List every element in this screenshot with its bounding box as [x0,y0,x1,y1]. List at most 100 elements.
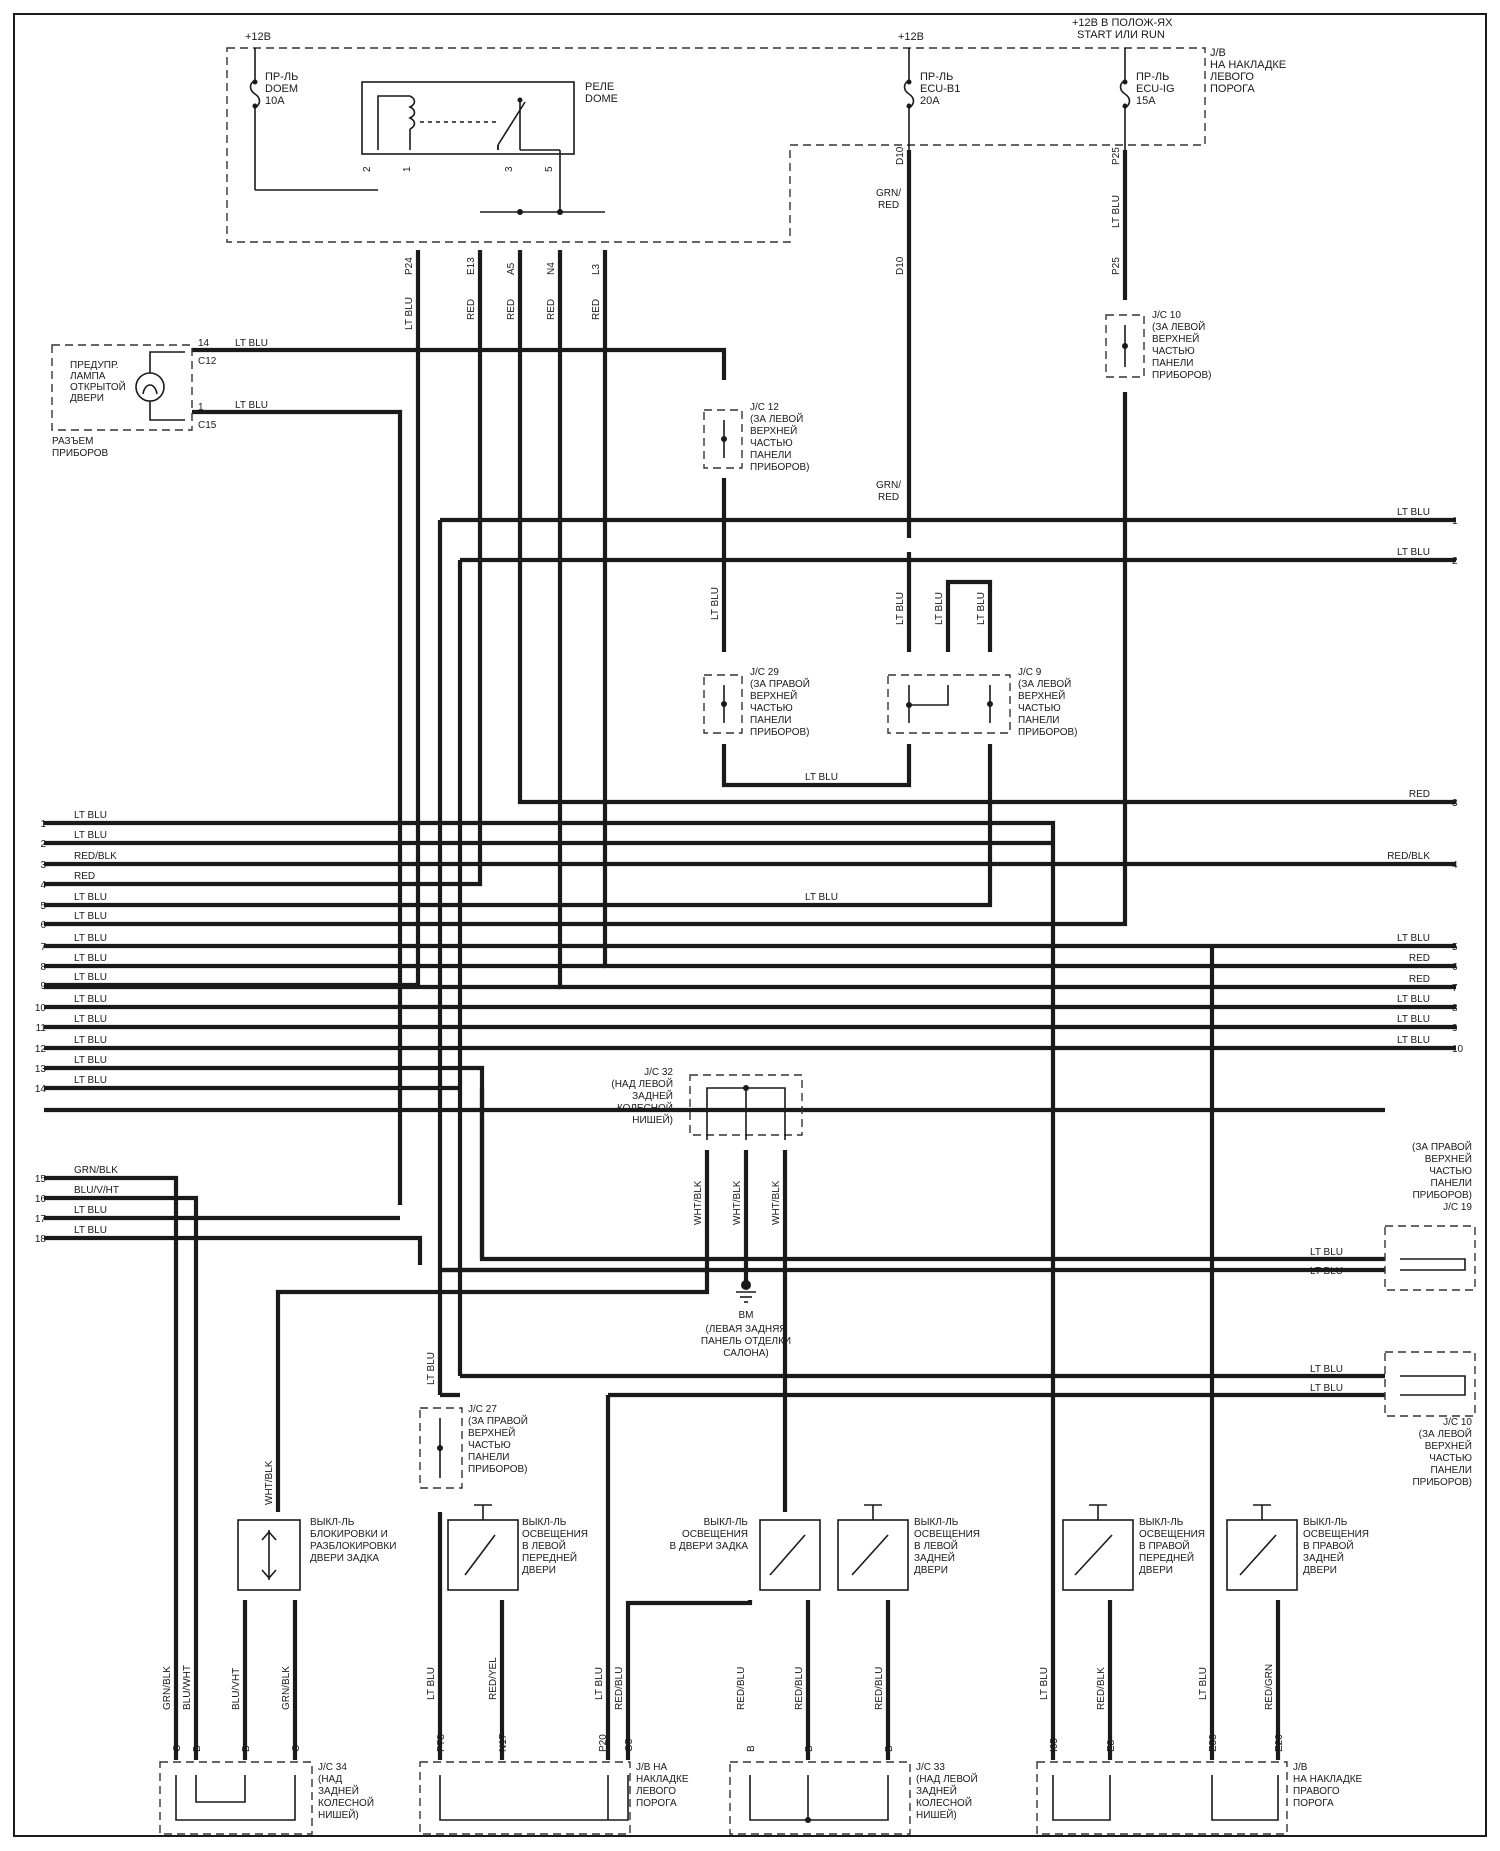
left-bus-color: LT BLU [74,953,107,964]
left-bus2-color: LT BLU [74,1225,107,1236]
right-bus-number: 8 [1452,1003,1458,1014]
lock-switch [237,1519,301,1591]
jc32-label-line: J/C 32 [644,1067,673,1078]
right-bus-number: 3 [1452,798,1458,809]
jc34-label-line: ЗАДНЕЙ [318,1784,359,1797]
left-bus-number: 14 [35,1084,47,1095]
lr-door-switch [837,1504,909,1591]
power-12v-left: +12В [245,31,271,43]
jc27-label-line: ПАНЕЛИ [468,1452,510,1463]
jb-left-dashed-outline [226,47,1206,243]
jc29-label-line: (ЗА ПРАВОЙ [750,677,810,690]
wire-color-label: GRN/BLK [281,1666,292,1710]
right-bus-color: LT BLU [1397,1035,1430,1046]
left-bus-number: 12 [35,1044,47,1055]
left-bus-number: 9 [40,981,46,992]
wire-color-label: WHT/BLK [264,1460,275,1505]
wire-color-label: GRN/BLK [162,1666,173,1710]
bottom-pin-code: B [746,1745,757,1752]
left-bus-color: RED [74,871,95,882]
jc34-label-line: (НАД [318,1774,343,1785]
wire-left-18 [44,1235,423,1265]
rf-door-switch-label-line: ВЫКЛ-ЛЬ [1139,1517,1184,1528]
connector-code: D10 [895,256,906,275]
right-bus-number: 9 [1452,1023,1458,1034]
connector-code: L3 [591,263,602,275]
fuse-ecu-ig [1119,79,1131,109]
lr-door-switch-label-line: В ЛЕВОЙ [914,1539,958,1552]
ground-symbol-icon [736,1280,756,1303]
jc10-right-label-line: (ЗА ЛЕВОЙ [1419,1427,1472,1440]
wire-color-label: LT BLU [895,592,906,625]
connector-code: A5 [506,262,517,275]
connector-code: P25 [1111,257,1122,275]
wire-color-label: RED/BLK [1096,1667,1107,1710]
jc10-right-label-line: J/C 10 [1443,1417,1472,1428]
right-bus-color: LT BLU [1397,507,1430,518]
wire-color-label: RED/BLU [614,1667,625,1710]
right-bus-color: LT BLU [1397,994,1430,1005]
wire-color-label: BLU/WHT [182,1665,193,1710]
jc19-label-line: ПАНЕЛИ [1431,1178,1473,1189]
fuse-ecu-b1-label-line: ECU-B1 [920,83,960,95]
jc10-top-label-line: ПРИБОРОВ) [1152,370,1212,381]
jb-left-bottom-label-line: J/B НА [636,1762,667,1773]
right-bus-color: LT BLU [1397,933,1430,944]
jb-left-bottom-box [419,1761,631,1835]
left-bus-color: LT BLU [74,1055,107,1066]
jc12-label-line: ЧАСТЬЮ [750,438,793,449]
ground-code: BM [739,1310,754,1321]
jc19-label-line: ВЕРХНЕЙ [1425,1152,1472,1165]
jc19-box [1384,1225,1476,1291]
rr-door-switch-label-line: ОСВЕЩЕНИЯ [1303,1529,1369,1540]
wire-color-label: RED/BLU [874,1667,885,1710]
wire-color-jc9: LT BLU [805,892,838,903]
wire-color-right-jc: LT BLU [1310,1383,1343,1394]
rr-door-switch-label-line: ЗАДНЕЙ [1303,1551,1344,1564]
power-ign-2: START ИЛИ RUN [1077,29,1165,41]
relay-dome [361,81,575,155]
jc10-top-box [1105,314,1145,378]
wire-color-label: RED [546,299,557,320]
back-door-switch-label-line: ВЫКЛ-ЛЬ [704,1517,749,1528]
left-bus-color: LT BLU [74,892,107,903]
jc10-right-label-line: ПРИБОРОВ) [1412,1477,1472,1488]
bottom-pin-code: C [172,1745,183,1752]
lf-door-switch-label-line: ПЕРЕДНЕЙ [522,1551,577,1564]
jc33-label-line: НИШЕЙ) [916,1808,957,1821]
jc10-top-label-line: ПАНЕЛИ [1152,358,1194,369]
jc27-label-line: J/C 27 [468,1404,497,1415]
wire-color-red: RED [878,200,899,211]
lamp-bulb-icon [135,372,165,402]
jb-left-label-line: ЛЕВОГО [1210,71,1254,83]
jc9-label-line: ВЕРХНЕЙ [1018,689,1065,702]
wire-jc9-c-out [44,744,993,908]
lamp-label: ПРЕДУПР.ЛАМПАОТКРЫТОЙДВЕРИ141C12C15РАЗЪЕ… [52,338,217,459]
rf-door-switch-label-line: ОСВЕЩЕНИЯ [1139,1529,1205,1540]
connector-code-p25: P25 [1111,147,1122,165]
jc29-label-line: ПАНЕЛИ [750,715,792,726]
jc32-label-line: КОЛЕСНОЙ [617,1101,673,1114]
jc29-label-line: ПРИБОРОВ) [750,727,810,738]
jc33-label-line: ЗАДНЕЙ [916,1784,957,1797]
back-door-switch [759,1519,821,1591]
jc9-label-line: ЧАСТЬЮ [1018,703,1061,714]
power-12v-mid: +12В [898,31,924,43]
right-bus-color: RED/BLK [1387,851,1430,862]
wire-color-label: LT BLU [1111,195,1122,228]
bottom-pin-code: C [291,1745,302,1752]
wire-color-label: LT BLU [1198,1667,1209,1700]
left-bus2-color: BLU/V/HT [74,1185,119,1196]
lock-switch-label-line: БЛОКИРОВКИ И [310,1529,388,1540]
wire-left-16 [44,1195,199,1760]
wire-color-label: LT BLU [710,587,721,620]
rf-door-switch-label-line: ДВЕРИ [1139,1565,1173,1576]
lamp-pin-1: 1 [198,402,204,413]
